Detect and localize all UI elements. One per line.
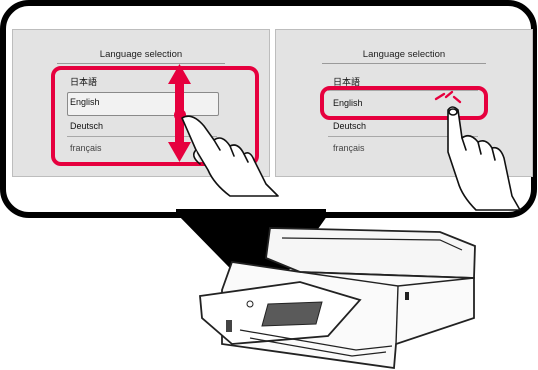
lang-item-japanese[interactable]: 日本語 [333,77,361,87]
list-divider [328,136,478,137]
selection-highlight [67,92,219,116]
printer-touchscreen [261,301,323,327]
right-touchscreen: Language selection 日本語 English Deutsch f… [275,29,533,177]
title-divider [322,63,486,64]
lang-item-english[interactable]: English [333,98,363,108]
list-highlight-frame [51,66,259,166]
title-divider [57,63,225,64]
left-touchscreen: Language selection 日本語 English Deutsch f… [12,29,270,177]
printer-lid [265,227,476,279]
lang-item-deutsch[interactable]: Deutsch [70,121,104,131]
lang-item-english[interactable]: English [70,97,100,107]
lang-item-japanese[interactable]: 日本語 [70,77,98,87]
list-divider [67,136,217,137]
english-tap-frame [320,86,488,120]
screen-title: Language selection [99,49,183,60]
power-button-icon [246,300,254,308]
screen-title: Language selection [362,49,446,60]
lang-item-francais[interactable]: français [70,143,102,153]
lang-item-deutsch[interactable]: Deutsch [333,121,367,131]
list-divider [328,90,478,91]
lang-item-francais[interactable]: français [333,143,365,153]
